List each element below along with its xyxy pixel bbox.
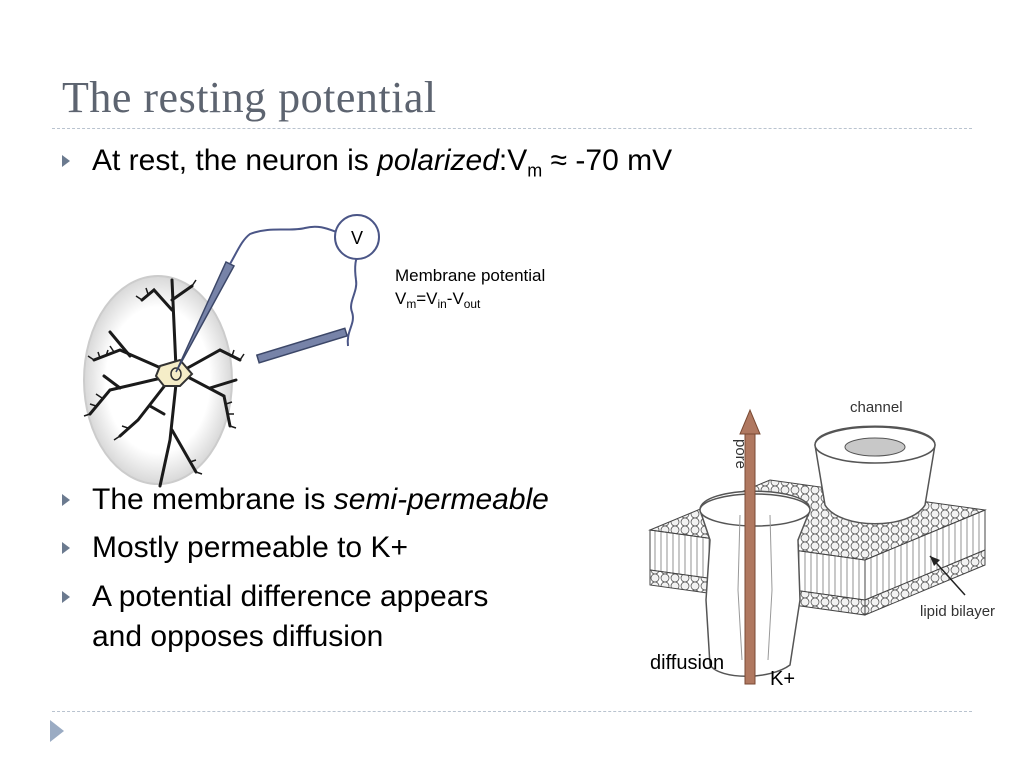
bullet2-text-pre: The membrane is [92,483,334,516]
reference-electrode [255,327,349,364]
formula-eq: =V [416,289,438,308]
formula-minus: -V [446,289,464,308]
neuron-spines [83,279,245,475]
ion-channel-figure: channel pore lipid bilayer [648,399,995,685]
next-slide-arrow-icon[interactable] [50,720,64,742]
bullet1-sub: m [527,160,543,181]
bullet-arrow-icon [62,542,70,554]
bullet-potential-difference: A potential difference appears and oppos… [92,577,488,657]
membrane-potential-formula: Vm=Vin-Vout [395,288,480,315]
electrode-wire-top [229,225,343,265]
pore-label: pore [732,439,749,469]
bullet-arrow-icon [62,591,70,603]
bullet1-italic: polarized [377,144,499,177]
bullet4-line2: and opposes diffusion [92,620,384,653]
formula-sub-in: in [437,297,447,312]
formula-sub-out: out [463,297,481,312]
bullet1-text-pre: At rest, the neuron is [92,144,378,177]
bullet-arrow-icon [62,155,70,167]
diffusion-arrow-head [739,408,761,435]
formula-v1: V [395,289,407,308]
slide-title: The resting potential [62,73,437,122]
footer-divider [52,711,972,712]
voltmeter-label: V [351,228,363,248]
bullet1-text-post: ≈ -70 mV [542,144,673,177]
channel-label: channel [850,399,903,416]
bullet4-line1: A potential difference appears [92,580,489,613]
bullet1-text-mid: :V [498,144,528,177]
title-divider [52,128,972,129]
bullet2-italic: semi-permeable [333,483,549,516]
neuron-nucleus [170,367,182,381]
potassium-ion-label: K+ [770,668,796,690]
bullet-resting-polarized: At rest, the neuron is polarized:Vm ≈ -7… [92,141,672,190]
neuron-figure: V [83,214,380,488]
channel-protein [814,425,936,525]
lipid-bilayer-label: lipid bilayer [920,603,995,620]
diffusion-arrow-shaft [744,431,756,685]
neuron-dendrites [88,278,242,488]
membrane-potential-caption: Membrane potential [395,266,546,285]
formula-sub-m: m [406,297,417,312]
neuron-soma [154,358,194,387]
bullet-semi-permeable: The membrane is semi-permeable [92,480,549,520]
electrode-wire-bottom [346,256,359,347]
voltmeter [334,214,380,260]
bullet-permeable-k: Mostly permeable to K+ [92,531,408,564]
diffusion-label: diffusion [650,652,725,674]
bullet-arrow-icon [62,494,70,506]
lipid-bilayer [648,479,987,616]
